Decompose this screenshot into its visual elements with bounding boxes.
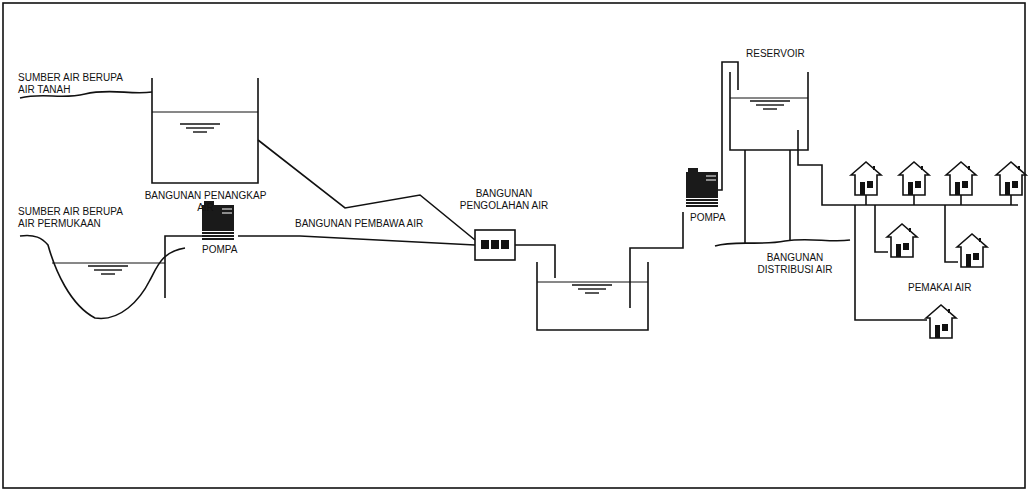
part-label: SUMBER AIR BERUPA AIR PERMUKAAN	[18, 206, 138, 230]
part-label: SUMBER AIR BERUPA AIR TANAH	[18, 72, 138, 96]
part-label: BANGUNAN DISTRIBUSI AIR	[745, 252, 845, 276]
part-label: POMPA	[202, 244, 242, 256]
transmission-pipe	[258, 140, 475, 240]
transmission-pipe	[238, 236, 475, 245]
water-symbol	[88, 266, 128, 274]
service-pipe	[866, 195, 1011, 205]
house-icon	[851, 162, 881, 195]
reservoir-leg	[789, 150, 791, 241]
water-level	[152, 112, 258, 113]
part-label: BANGUNAN PENANGKAP AIR	[143, 190, 268, 214]
ground-line	[715, 240, 850, 246]
frame-border	[3, 3, 1025, 488]
intake-pipe	[165, 236, 202, 298]
reservoir-leg	[744, 150, 746, 243]
water-symbol	[750, 101, 790, 109]
part-label: BANGUNAN PENGOLAHAN AIR	[452, 188, 556, 212]
house-icon	[899, 162, 929, 195]
river-channel	[20, 235, 185, 318]
treated-pipe	[515, 245, 555, 278]
house-icon	[926, 305, 956, 338]
part-label: POMPA	[690, 212, 730, 224]
service-pipe	[945, 205, 958, 262]
distribution-main	[855, 204, 1018, 206]
water-symbol	[572, 285, 612, 293]
part-label: PEMAKAI AIR	[908, 282, 998, 294]
distribution-main	[855, 205, 927, 320]
part-label: BANGUNAN PEMBAWA AIR	[295, 218, 435, 230]
treatment-box	[475, 230, 515, 260]
reservoir-tank	[730, 72, 808, 150]
capture-tank	[152, 78, 258, 183]
water-level	[52, 263, 165, 264]
house-icon	[946, 162, 976, 195]
water-level	[730, 98, 808, 99]
clear-well-tank	[537, 262, 648, 330]
service-pipe	[875, 205, 888, 252]
pump-icon	[686, 168, 718, 206]
water-level	[537, 282, 648, 283]
rising-main	[718, 62, 738, 190]
suction-pipe	[630, 212, 683, 308]
part-label: RESERVOIR	[746, 48, 826, 60]
water-symbol	[180, 124, 220, 132]
house-icon	[957, 234, 987, 267]
outlet-pipe	[798, 130, 855, 205]
house-icon	[887, 224, 917, 257]
filter-squares	[481, 240, 509, 249]
house-icon	[996, 162, 1026, 195]
